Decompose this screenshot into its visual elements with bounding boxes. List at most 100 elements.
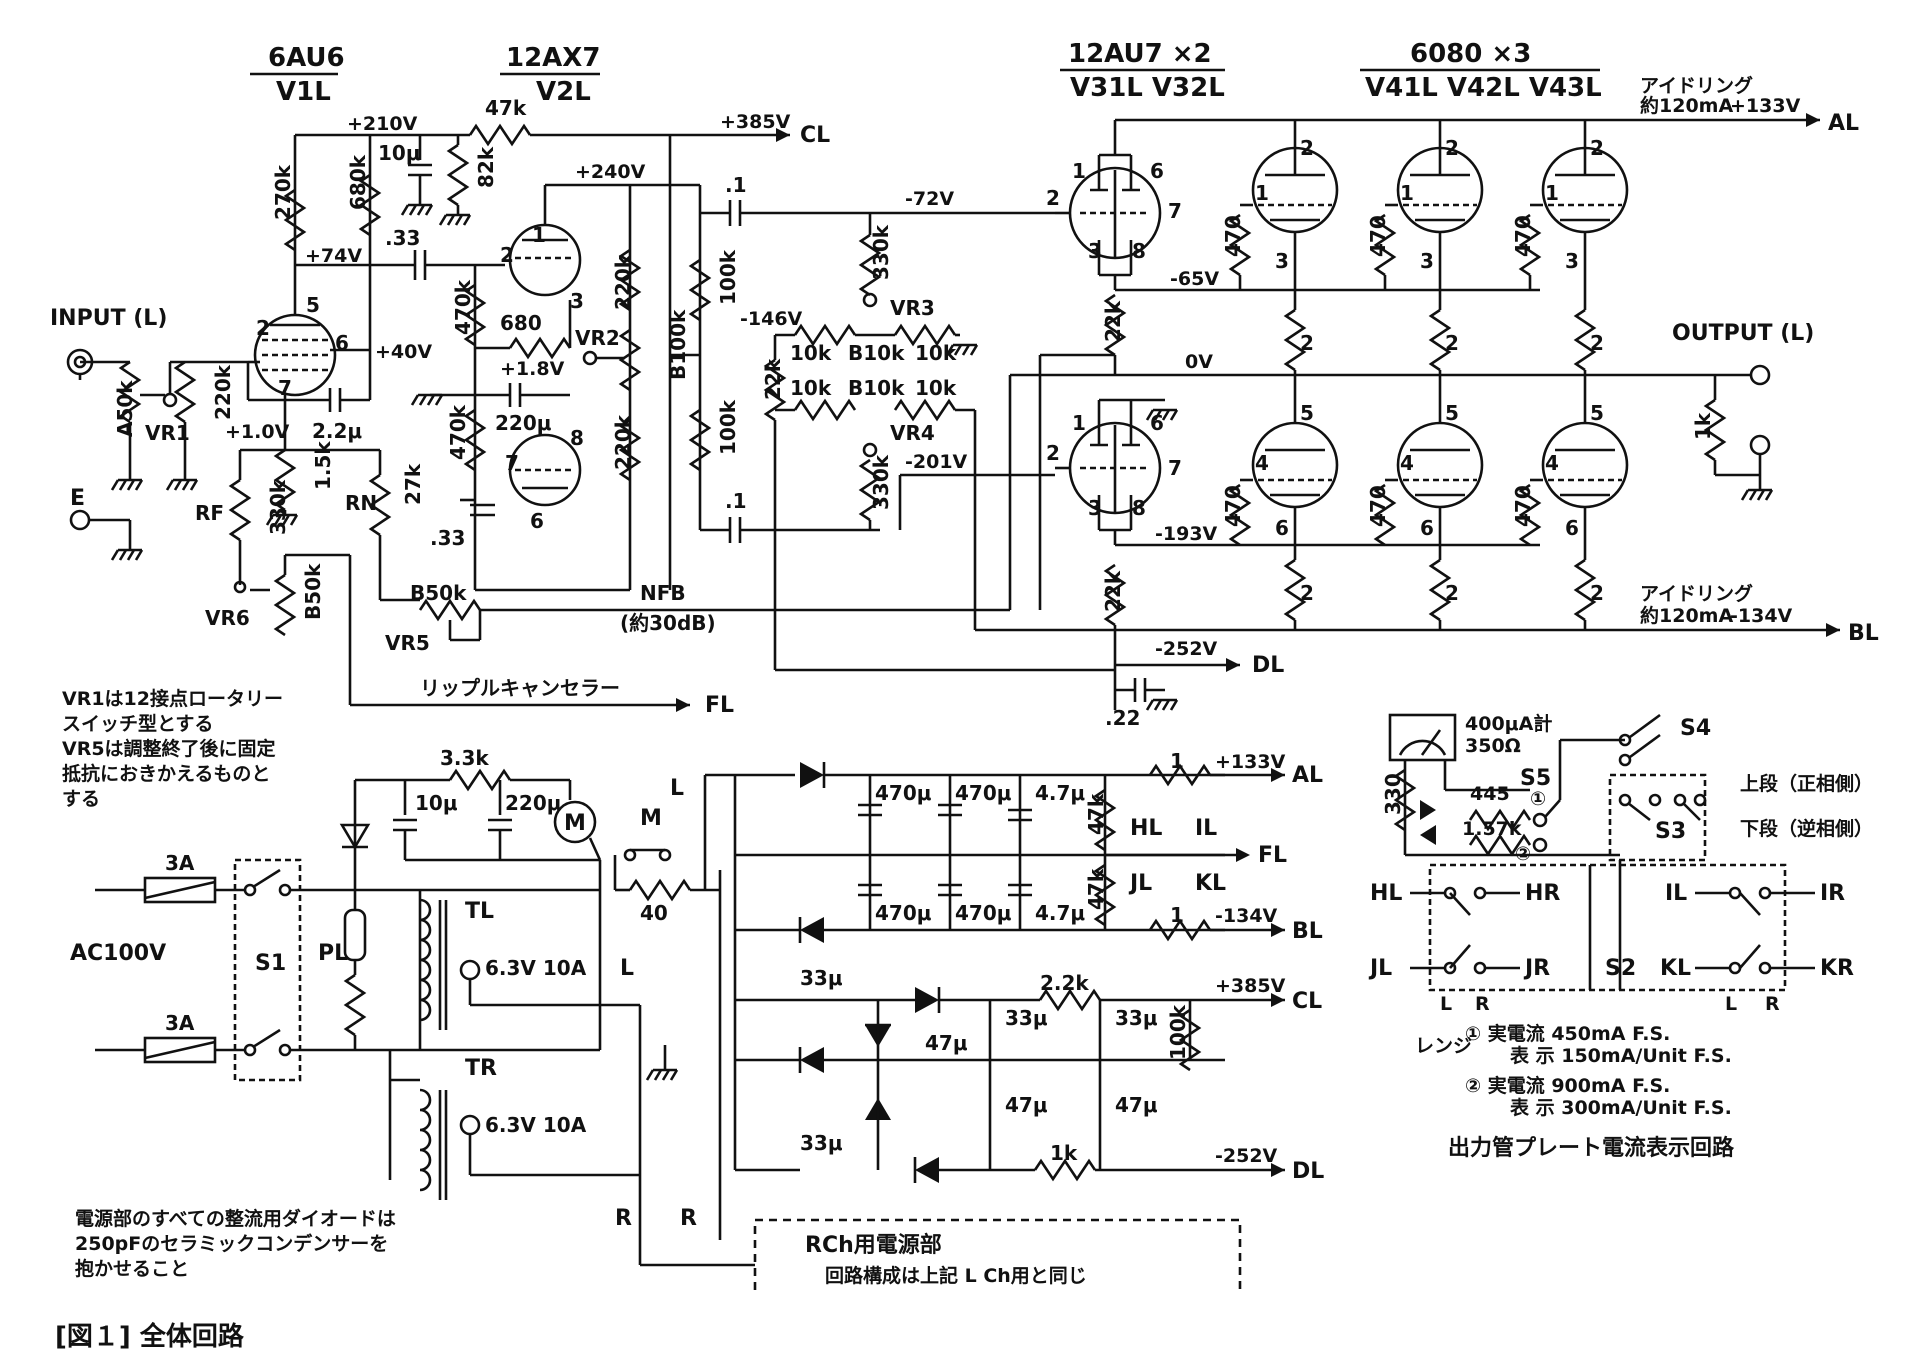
idle-value-upper: 約120mA (1640, 94, 1733, 117)
m-l-label-b: L (1725, 993, 1737, 1015)
r470-label-3: 470 (1511, 215, 1535, 257)
r470k-b-label: 470k (446, 404, 470, 460)
vr3-label: VR3 (890, 296, 935, 320)
m-l-label-a: L (1440, 993, 1452, 1015)
tr-label: TR (465, 1056, 497, 1081)
r470k-a-label: 470k (451, 279, 475, 335)
motor-label: M (564, 811, 586, 836)
r470-label-1: 470 (1221, 215, 1245, 257)
v146-label: -146V (740, 308, 803, 330)
svg-text:①: ① (1530, 788, 1546, 810)
m-ir-label: IR (1820, 881, 1845, 906)
v2-name: V2L (536, 77, 591, 107)
svg-text:2: 2 (1445, 581, 1459, 605)
r330-label: 330 (1381, 773, 1405, 815)
r680k-label: 680k (346, 154, 370, 210)
svg-text:4: 4 (1255, 451, 1269, 475)
ps-v134-label: -134V (1215, 905, 1278, 927)
c01a-label: .1 (725, 173, 747, 197)
jl-label: JL (1128, 871, 1152, 896)
v252-label: -252V (1155, 638, 1218, 660)
c01b-label: .1 (725, 489, 747, 513)
svg-text:5: 5 (1300, 401, 1314, 425)
m-r-label-b: R (1765, 993, 1780, 1015)
c470u-c-label: 470μ (955, 781, 1012, 805)
s4-label: S4 (1680, 716, 1711, 741)
meter-title: 出力管プレート電流表示回路 (1448, 1135, 1735, 1161)
range2-line2: 表 示 300mA/Unit F.S. (1510, 1096, 1732, 1119)
m-hr-label: HR (1525, 881, 1560, 906)
c22u-label: 2.2μ (312, 419, 362, 443)
c470u-d-label: 470μ (955, 901, 1012, 925)
cl-terminal-upper: CL (800, 123, 830, 148)
input-label: INPUT (L) (50, 306, 167, 331)
b50k-b-label: B50k (410, 581, 467, 605)
vr5-label: VR5 (385, 631, 430, 655)
r330k-a-label: 330k (869, 224, 893, 280)
r330k-f-label: 330k (266, 479, 290, 535)
fuse-a-label: 3A (165, 851, 195, 875)
nfb-value: (約30dB) (620, 611, 716, 635)
c470u-a-label: 470μ (875, 781, 932, 805)
svg-text:2: 2 (1445, 331, 1459, 355)
ps-v252-label: -252V (1215, 1145, 1278, 1167)
svg-text:3: 3 (1420, 249, 1434, 273)
ps-v385-label: +385V (1215, 975, 1286, 997)
svg-text:2: 2 (500, 243, 514, 267)
v1-name: V1L (276, 77, 331, 107)
output-label: OUTPUT (L) (1672, 321, 1814, 346)
v3-type: 12AU7 ×2 (1068, 39, 1212, 69)
r470-label-2: 470 (1366, 215, 1390, 257)
r470-label-6: 470 (1511, 485, 1535, 527)
power-supply: AC100V 3A 3A S1 PL 3.3k (70, 746, 1324, 1290)
c47uf-b-label: 47μ (1005, 1093, 1048, 1117)
fuse-b-label: 3A (165, 1011, 195, 1035)
v65-label: -65V (1170, 268, 1219, 290)
svg-text:1: 1 (1545, 181, 1559, 205)
idle-label-upper: アイドリング (1640, 74, 1753, 97)
upper-label: 上段（正相側） (1740, 772, 1873, 795)
m-kl-label: KL (1660, 956, 1691, 981)
nfb-label: NFB (640, 581, 686, 605)
s2-label: S2 (1605, 956, 1636, 981)
il-label: IL (1195, 816, 1217, 841)
r1-b-label: 1 (1170, 903, 1184, 927)
driver-stage: -72V 330k VR3 -146V 10k B10k 10k 22k 10k… (740, 118, 1840, 730)
r270k-label: 270k (271, 164, 295, 220)
s5-label: S5 (1520, 766, 1551, 791)
v1-label: +1.0V (225, 421, 290, 443)
v1-type: 6AU6 (268, 43, 345, 73)
v74-label: +74V (305, 245, 362, 267)
v0-label: 0V (1185, 351, 1213, 373)
tl-label: TL (465, 899, 494, 924)
svg-text:4: 4 (1400, 451, 1414, 475)
dl-terminal-lower: DL (1292, 1159, 1324, 1184)
r100k-b-label: 100k (716, 399, 740, 455)
svg-text:2: 2 (1046, 186, 1060, 210)
rch-line2: 回路構成は上記 L Ch用と同じ (825, 1264, 1087, 1287)
r47k-label: 47k (485, 96, 527, 120)
heater-l-label: 6.3V 10A (485, 956, 587, 980)
range2-line1: ② 実電流 900mA F.S. (1465, 1074, 1670, 1097)
r10k-b-label: 10k (915, 341, 957, 365)
c33u-c-label: 33μ (1005, 1006, 1048, 1030)
svg-text:2: 2 (1300, 136, 1314, 160)
svg-text:1: 1 (1072, 411, 1086, 435)
m-switch-label: M (640, 806, 662, 831)
meter-label: 400μA計 (1465, 712, 1552, 735)
v4-type: 6080 ×3 (1410, 39, 1531, 69)
svg-text:7: 7 (1168, 456, 1182, 480)
b10k-b-label: B10k (848, 376, 905, 400)
c33u-a-label: 33μ (800, 966, 843, 990)
svg-text:1: 1 (1400, 181, 1414, 205)
s1-label: S1 (255, 951, 286, 976)
bl-terminal-upper: BL (1848, 621, 1879, 646)
idle-label-lower: アイドリング (1640, 582, 1753, 605)
svg-text:6: 6 (1565, 516, 1579, 540)
lower-label: 下段（逆相側） (1740, 817, 1873, 840)
r470-label-4: 470 (1221, 485, 1245, 527)
s3-label: S3 (1655, 819, 1686, 844)
c33u-b-label: 33μ (800, 1131, 843, 1155)
svg-text:3: 3 (570, 289, 584, 313)
r10k-a-label: 10k (790, 341, 832, 365)
